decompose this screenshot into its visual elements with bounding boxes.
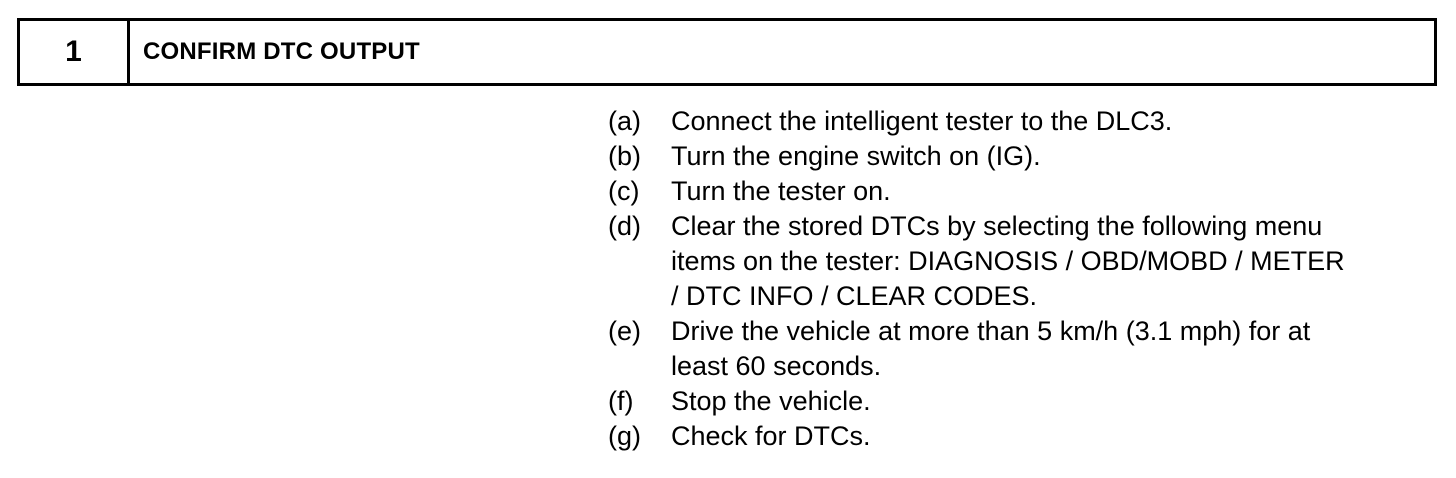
list-item: (b) Turn the engine switch on (IG). xyxy=(608,139,1438,174)
list-item: (e) Drive the vehicle at more than 5 km/… xyxy=(608,314,1438,384)
step-number: 1 xyxy=(20,21,130,83)
list-item: (f) Stop the vehicle. xyxy=(608,384,1438,419)
step-header: 1 CONFIRM DTC OUTPUT xyxy=(17,18,1437,86)
item-text-line: Drive the vehicle at more than 5 km/h (3… xyxy=(671,316,1311,346)
item-text: Check for DTCs. xyxy=(671,421,871,451)
item-letter: (e) xyxy=(608,316,641,346)
item-text-line: least 60 seconds. xyxy=(671,351,882,381)
list-item: (d) Clear the stored DTCs by selecting t… xyxy=(608,209,1438,314)
item-letter: (b) xyxy=(608,141,641,171)
item-text-line: / DTC INFO / CLEAR CODES. xyxy=(671,281,1038,311)
item-text: Drive the vehicle at more than 5 km/h (3… xyxy=(671,314,1438,384)
list-item: (g) Check for DTCs. xyxy=(608,419,1438,454)
item-text: Clear the stored DTCs by selecting the f… xyxy=(671,209,1438,314)
item-letter: (a) xyxy=(608,106,641,136)
item-letter: (c) xyxy=(608,176,640,206)
procedure-list: (a) Connect the intelligent tester to th… xyxy=(608,104,1438,454)
list-item: (a) Connect the intelligent tester to th… xyxy=(608,104,1438,139)
item-text-line: items on the tester: DIAGNOSIS / OBD/MOB… xyxy=(671,246,1345,276)
item-text: Turn the tester on. xyxy=(671,176,891,206)
item-text: Turn the engine switch on (IG). xyxy=(671,141,1041,171)
item-letter: (d) xyxy=(608,211,641,241)
list-item: (c) Turn the tester on. xyxy=(608,174,1438,209)
item-text-line: Clear the stored DTCs by selecting the f… xyxy=(671,211,1323,241)
item-letter: (f) xyxy=(608,386,634,416)
item-letter: (g) xyxy=(608,421,641,451)
item-text: Connect the intelligent tester to the DL… xyxy=(671,106,1173,136)
step-title: CONFIRM DTC OUTPUT xyxy=(143,38,420,65)
item-text: Stop the vehicle. xyxy=(671,386,871,416)
